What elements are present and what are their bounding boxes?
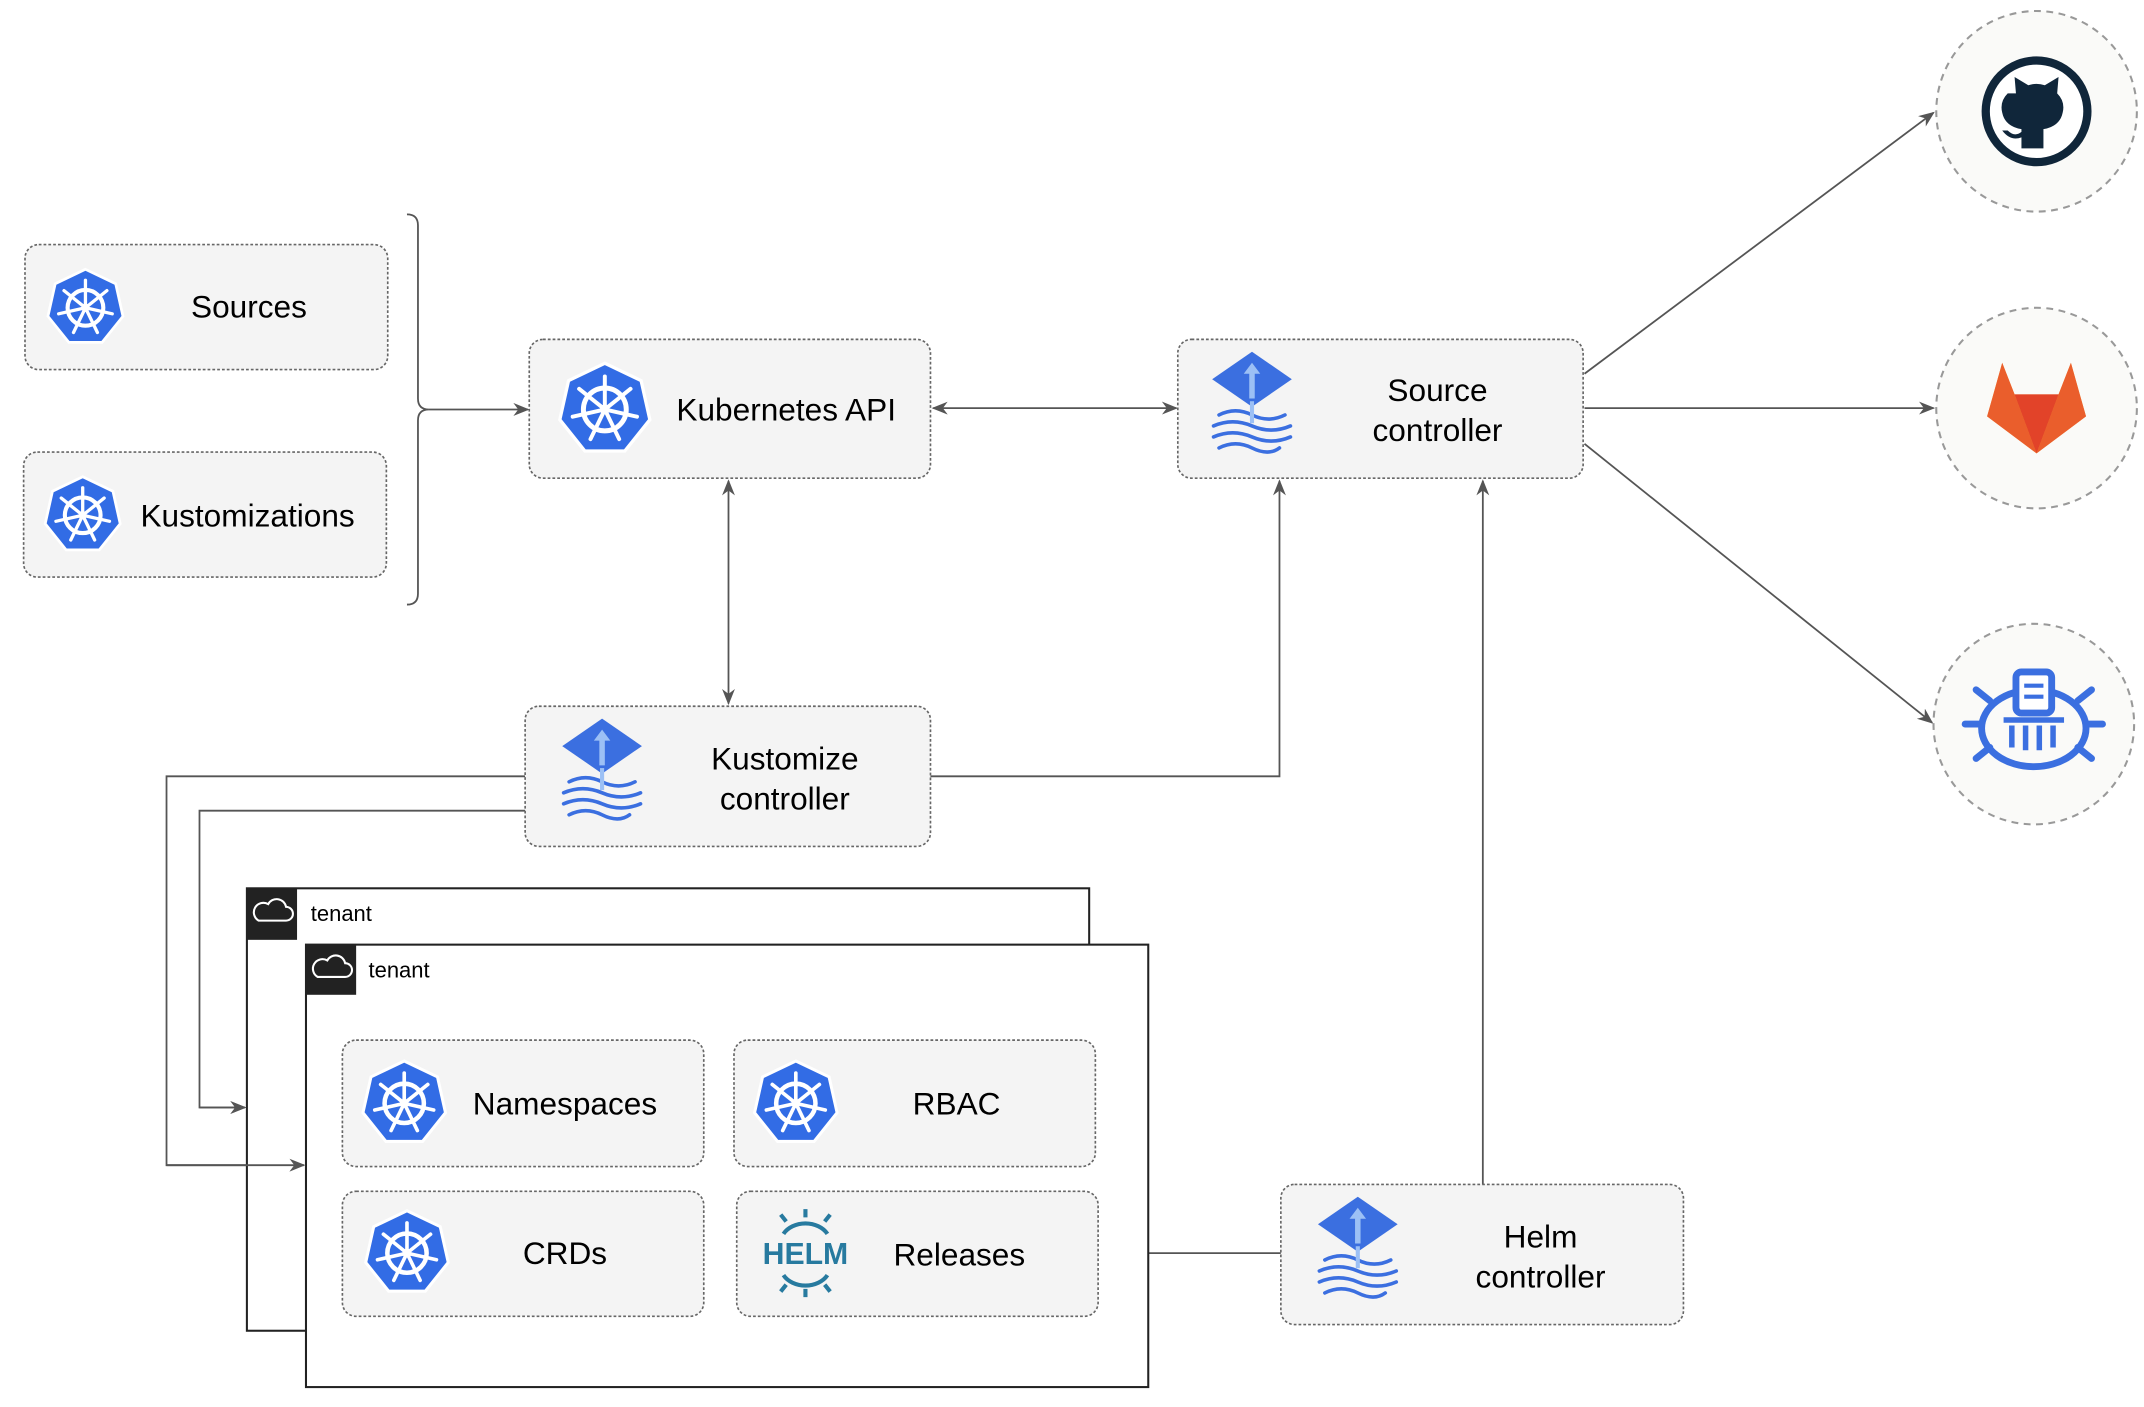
node-label-line2: controller [1373,412,1503,448]
node-label-line1: Helm [1504,1219,1578,1255]
external-gitlab[interactable] [1935,306,2138,510]
svg-text:HELM: HELM [763,1238,849,1271]
node-label-line1: Source [1387,372,1487,408]
node-kustomizations[interactable]: Kustomizations [22,451,388,578]
edge-source-to-bucket [1583,443,1934,724]
node-kubernetes-api[interactable]: Kubernetes API [528,338,932,479]
grouping-brace [406,213,429,606]
node-source-controller[interactable]: Source controller [1176,338,1584,479]
edge-kustomize-to-source [930,479,1286,778]
node-label: Sources [191,288,307,324]
node-label-line2: controller [1476,1258,1606,1294]
node-label: RBAC [913,1085,1001,1121]
node-label: Kustomizations [140,497,354,533]
node-releases[interactable]: HELM Releases [735,1190,1099,1318]
node-sources[interactable]: Sources [24,243,389,371]
tenant-label: tenant [369,958,430,983]
external-github[interactable] [1935,9,2138,213]
node-label: Releases [893,1236,1025,1272]
node-label: CRDs [523,1235,607,1271]
node-namespaces[interactable]: Namespaces [341,1039,705,1168]
edge-source-to-github [1583,111,1935,375]
node-label: Namespaces [473,1085,657,1121]
node-kustomize-controller[interactable]: Kustomize controller [524,705,932,848]
github-icon [1981,56,2092,167]
helm-icon: HELM [763,1209,849,1298]
external-bucket[interactable] [1932,622,2136,826]
node-label-line2: controller [720,780,850,816]
node-helm-controller[interactable]: Helm controller [1280,1183,1685,1326]
node-label-line1: Kustomize [711,740,858,776]
bucket-icon [1961,668,2106,771]
tenant-label: tenant [311,901,372,926]
node-crds[interactable]: CRDs [341,1190,705,1318]
gitlab-icon [1987,362,2087,454]
node-label: Kubernetes API [676,391,896,427]
node-rbac[interactable]: RBAC [733,1039,1097,1168]
